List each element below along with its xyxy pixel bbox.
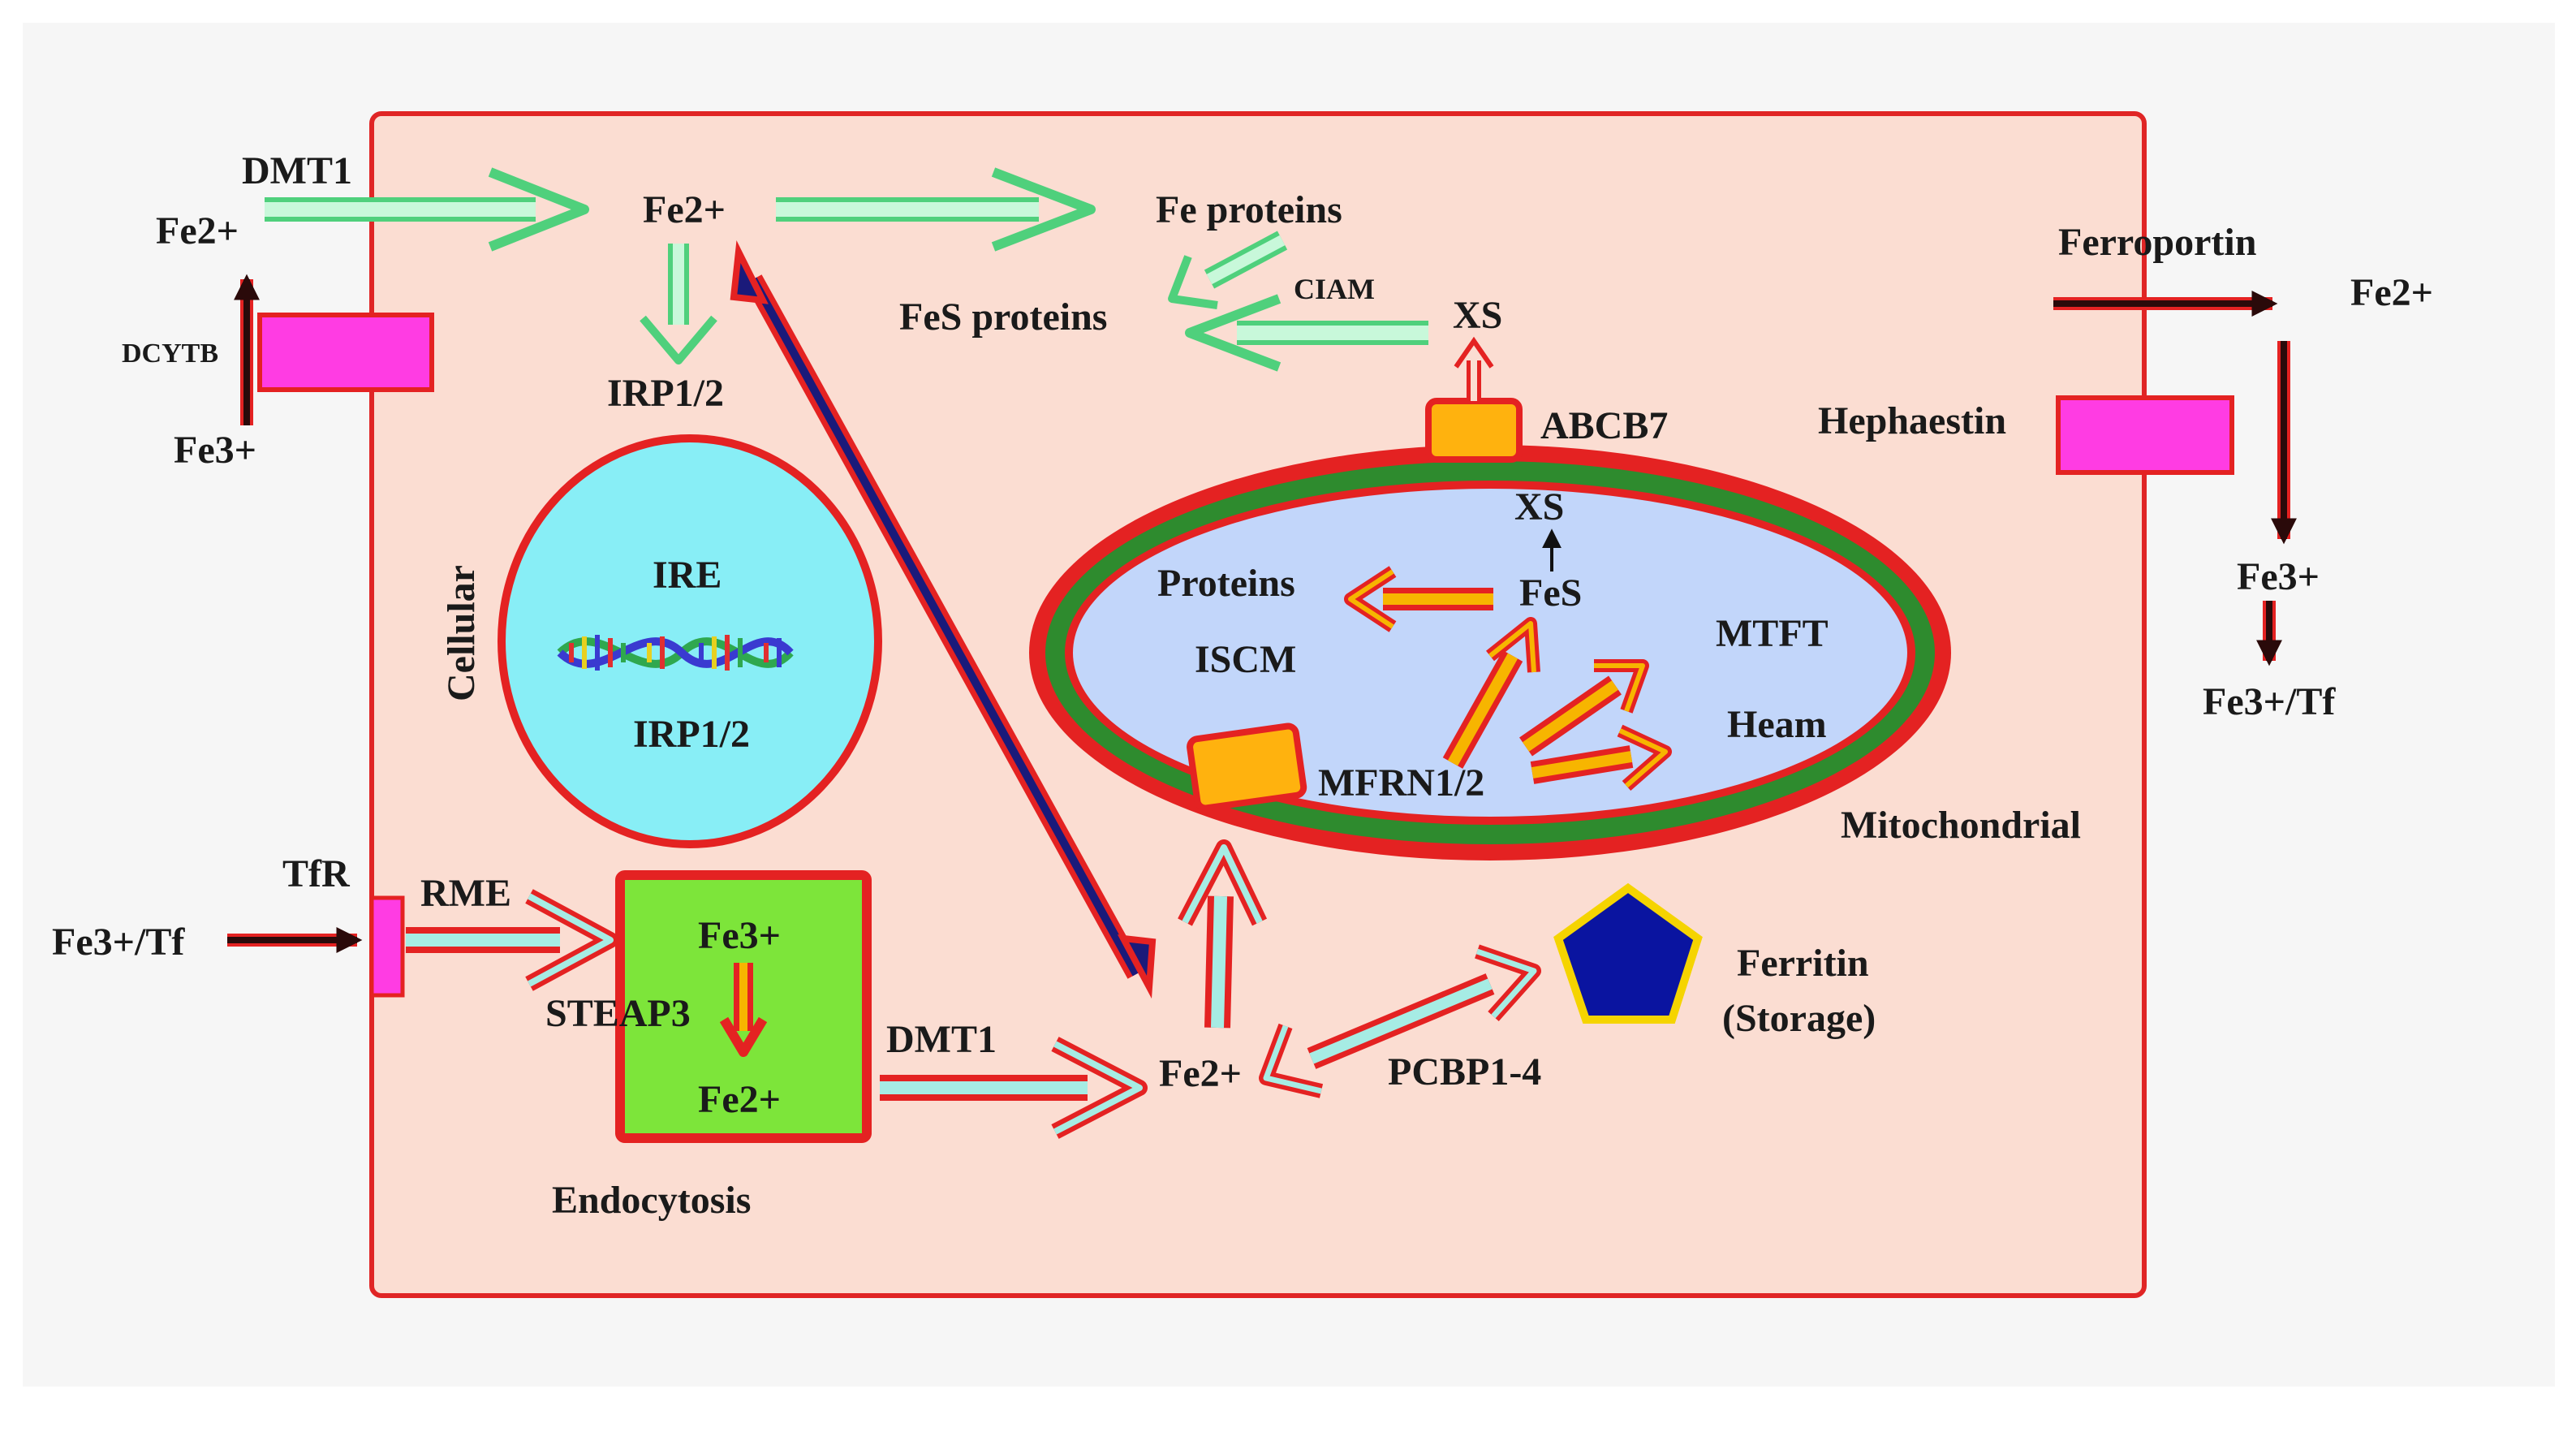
label-storage: (Storage) <box>1722 997 1876 1040</box>
label-xs-mito: XS <box>1514 485 1564 528</box>
label-rme: RME <box>420 872 511 915</box>
label-endocytosis: Endocytosis <box>552 1179 751 1222</box>
label-heam: Heam <box>1727 703 1827 746</box>
arrow-ciam <box>1185 294 1428 372</box>
label-iscm: ISCM <box>1195 638 1296 681</box>
label-ferroportin: Ferroportin <box>2058 221 2256 264</box>
label-irp12-nucleus: IRP1/2 <box>633 713 750 756</box>
arrow-fes-to-proteins <box>1344 566 1493 632</box>
arrow-steap3-reduction <box>719 963 768 1057</box>
label-pcbp: PCBP1-4 <box>1388 1050 1541 1093</box>
label-fe2-left: Fe2+ <box>156 209 239 252</box>
label-fe-proteins: Fe proteins <box>1156 188 1342 231</box>
arrow-mfrn-to-mtft <box>1519 659 1649 757</box>
arrow-dmt1-import <box>265 167 589 252</box>
arrow-rme <box>406 889 618 991</box>
arrow-fe2-bidirectional <box>730 240 1157 999</box>
arrow-fe2-to-irp <box>640 244 717 364</box>
label-abcb7: ABCB7 <box>1540 404 1668 447</box>
label-fe2-center: Fe2+ <box>643 188 726 231</box>
ferritin-shape <box>1553 882 1703 1024</box>
label-dcytb: DCYTB <box>122 339 218 369</box>
arrow-pcbp-ferritin <box>1259 944 1541 1098</box>
label-fe2-right: Fe2+ <box>2350 271 2433 314</box>
arrow-mfrn-to-heam <box>1530 724 1672 791</box>
label-tfr: TfR <box>282 852 351 895</box>
arrow-mfrn-to-fes <box>1442 617 1540 769</box>
label-fe2-bottom: Fe2+ <box>1159 1052 1242 1095</box>
label-ferritin: Ferritin <box>1737 942 1869 985</box>
hephaestin-transporter <box>2056 395 2234 475</box>
arrow-fe2-to-mitochondria <box>1178 839 1268 1029</box>
arrow-dmt1-endosome-export <box>880 1037 1148 1139</box>
label-ire: IRE <box>653 554 722 597</box>
tfr-receptor <box>369 895 405 998</box>
dcytb-transporter <box>257 313 434 392</box>
label-ciam: CIAM <box>1294 273 1375 305</box>
label-mitochondrial: Mitochondrial <box>1841 804 2081 847</box>
label-cellular: Cellular <box>440 565 483 701</box>
label-dmt1-bottom: DMT1 <box>886 1018 997 1061</box>
label-mfrn12: MFRN1/2 <box>1318 761 1484 804</box>
arrow-abcb7-xs <box>1454 336 1494 401</box>
label-fes-mito: FeS <box>1519 572 1582 615</box>
label-fe3-right: Fe3+ <box>2237 555 2320 598</box>
label-proteins-mito: Proteins <box>1157 562 1295 605</box>
label-fe3tf-right: Fe3+/Tf <box>2203 680 2336 723</box>
label-hephaestin: Hephaestin <box>1818 399 2006 442</box>
label-irp12-top: IRP1/2 <box>607 372 724 415</box>
label-fe3tf-left: Fe3+/Tf <box>52 921 185 964</box>
label-steap3: STEAP3 <box>545 992 691 1035</box>
label-dmt1-top: DMT1 <box>242 149 352 192</box>
dna-helix-icon <box>557 635 794 671</box>
abcb7-transporter <box>1425 398 1523 463</box>
label-fe3-left: Fe3+ <box>174 429 256 472</box>
label-fes-proteins: FeS proteins <box>899 295 1107 339</box>
mfrn-transporter <box>1187 722 1307 812</box>
label-fe3-endo: Fe3+ <box>698 914 781 957</box>
label-fe2-endo: Fe2+ <box>698 1078 781 1121</box>
label-mtft: MTFT <box>1716 612 1829 655</box>
arrow-fe2-to-fe-proteins <box>776 167 1096 252</box>
label-xs-outer: XS <box>1453 294 1502 337</box>
nucleus <box>498 434 882 848</box>
arrow-fe-proteins-to-fes <box>1168 231 1288 309</box>
